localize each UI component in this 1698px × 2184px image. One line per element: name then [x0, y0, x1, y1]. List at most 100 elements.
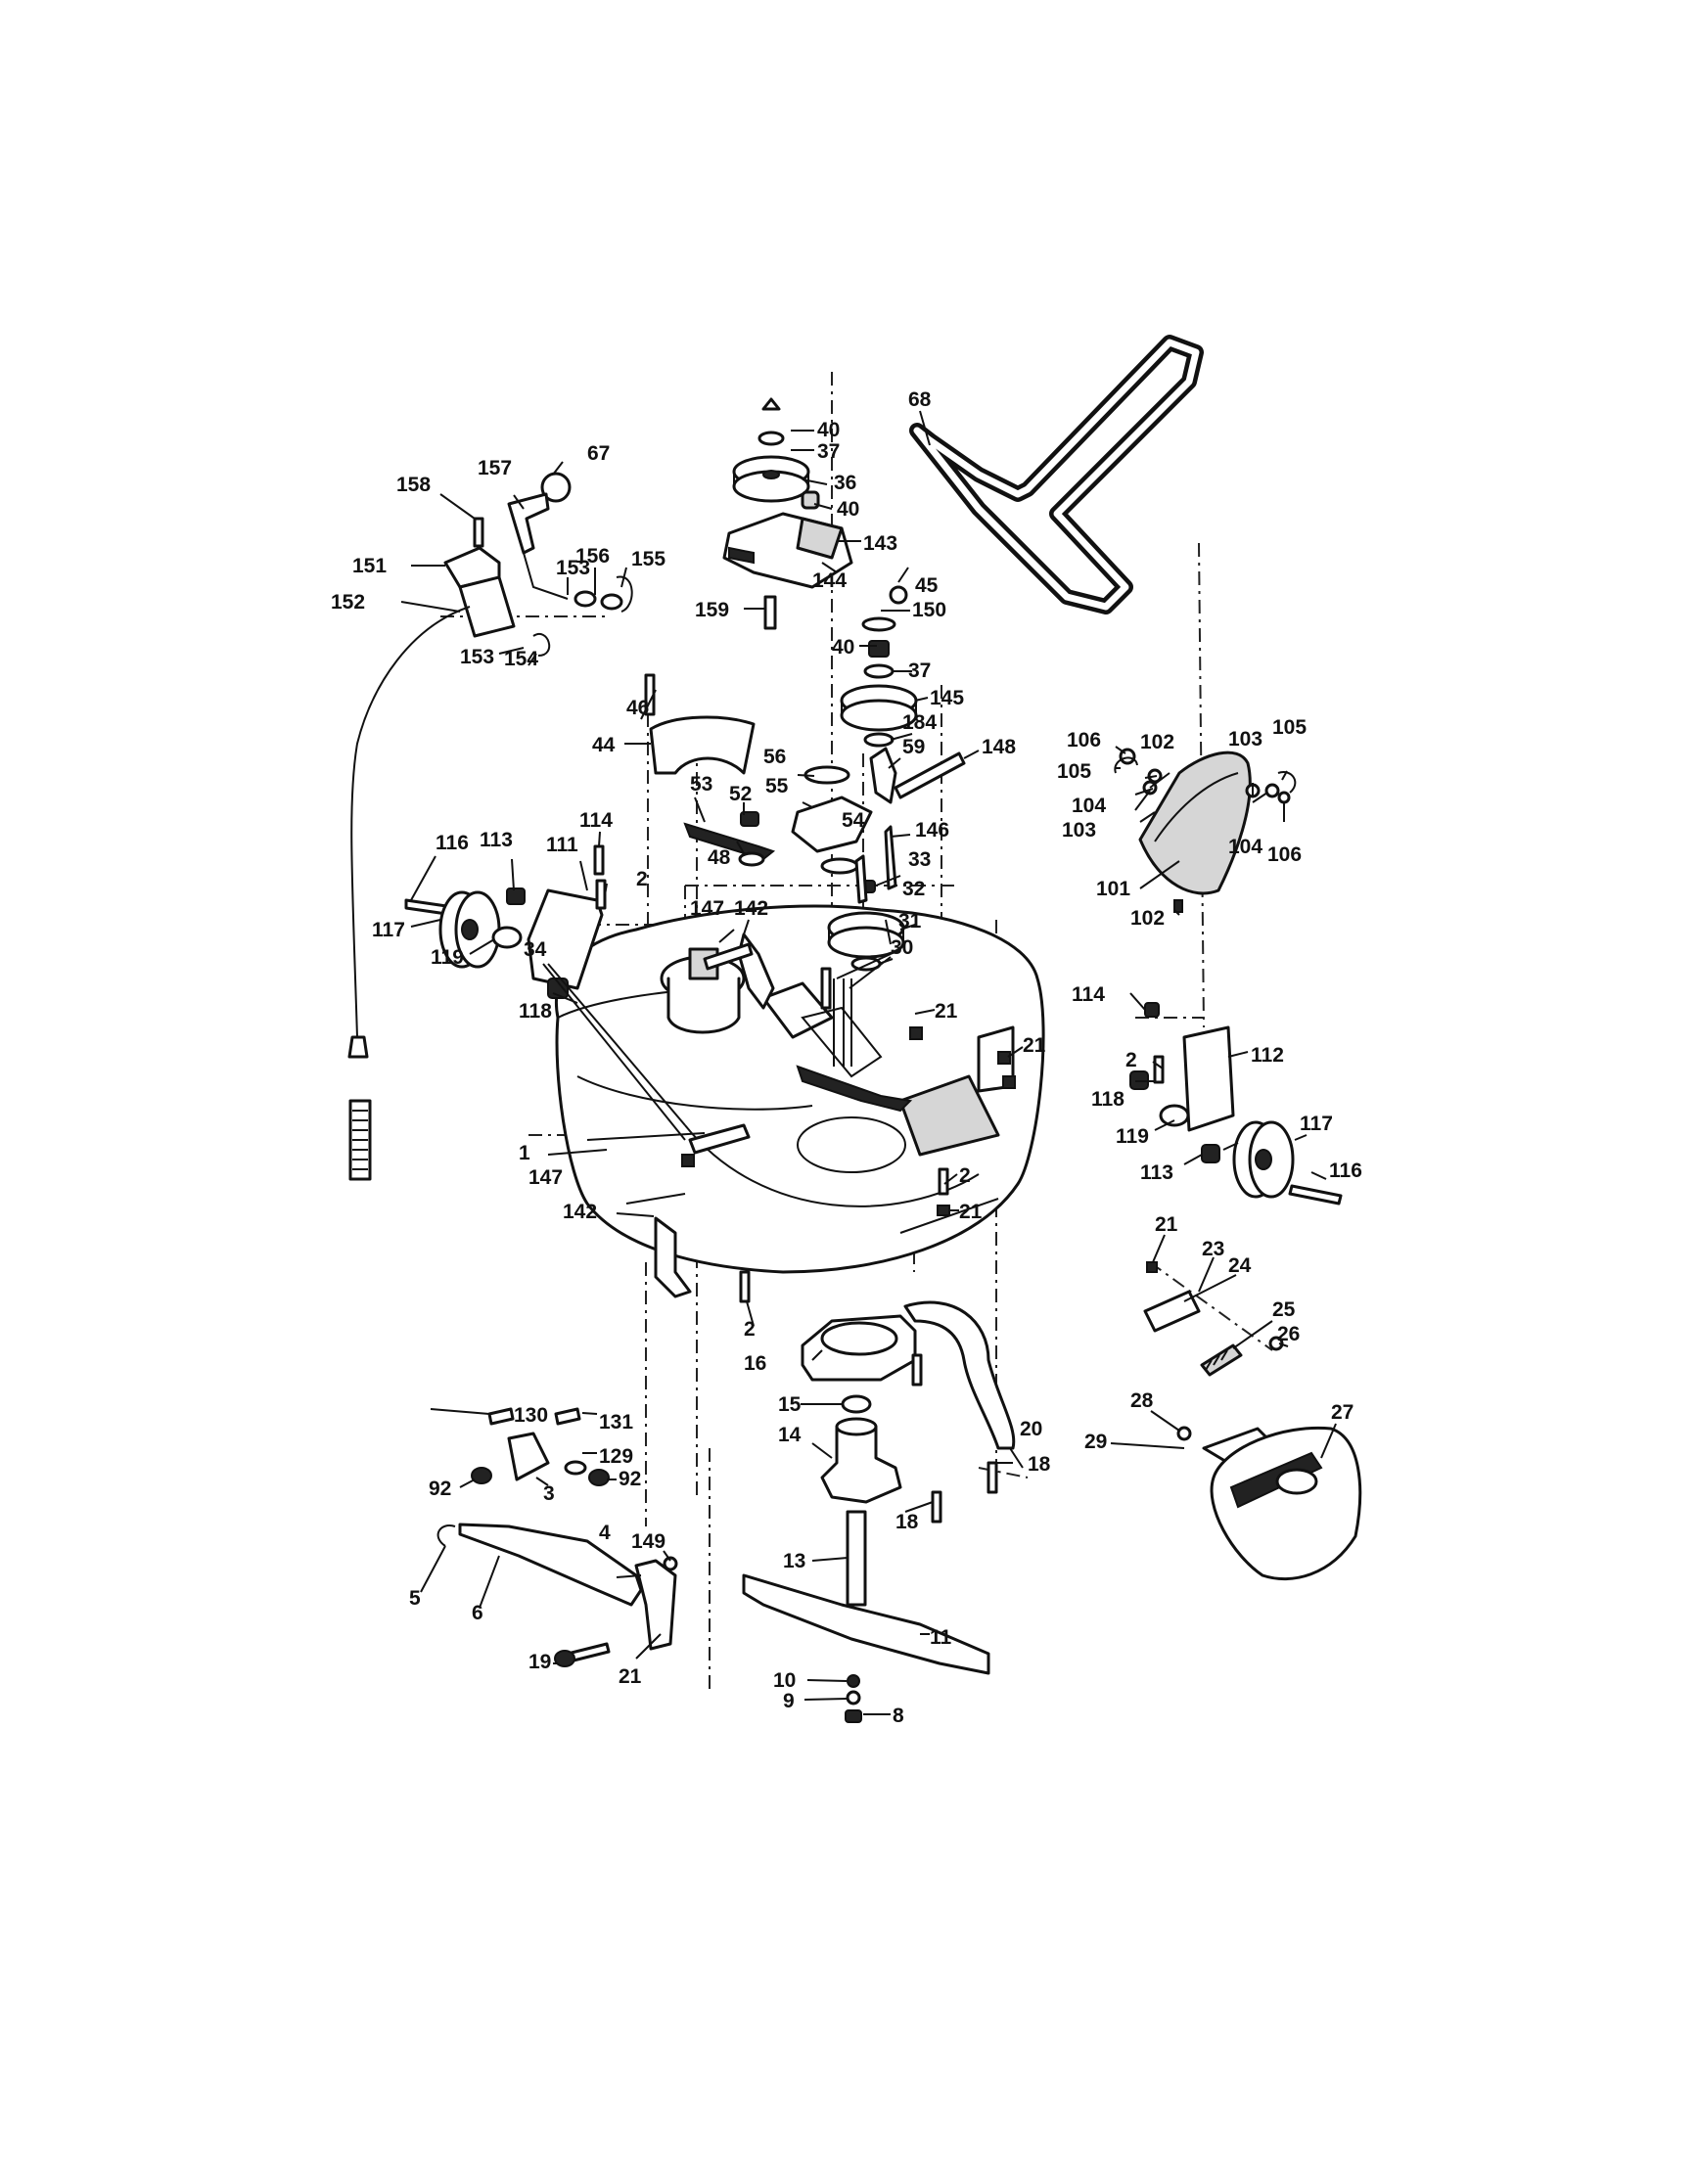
drive-belt	[909, 335, 1204, 614]
callout-117: 117	[372, 919, 405, 941]
callout-157: 157	[478, 457, 512, 479]
deflector-shield	[1114, 748, 1297, 913]
callout-105: 105	[1057, 760, 1091, 783]
leader-lines	[400, 410, 1337, 1715]
callout-31: 31	[898, 910, 922, 933]
callout-21: 21	[1155, 1213, 1178, 1236]
callout-119: 119	[1116, 1125, 1149, 1148]
callout-68: 68	[908, 388, 932, 411]
callout-106: 106	[1067, 729, 1101, 751]
callout-101: 101	[1096, 878, 1130, 900]
left-gauge-wheel-assembly	[404, 844, 607, 999]
callout-8: 8	[893, 1705, 904, 1727]
callout-149: 149	[631, 1530, 665, 1553]
callout-54: 54	[842, 809, 865, 832]
callout-67: 67	[587, 442, 610, 465]
callout-147: 147	[528, 1166, 563, 1189]
callout-102: 102	[1140, 731, 1174, 753]
callout-20: 20	[1020, 1418, 1042, 1440]
callout-144: 144	[812, 569, 847, 592]
callout-112: 112	[1251, 1044, 1284, 1067]
callout-10: 10	[773, 1669, 796, 1692]
callout-21: 21	[959, 1201, 983, 1223]
callout-151: 151	[352, 555, 387, 577]
mower-deck	[555, 904, 1045, 1274]
callout-21: 21	[619, 1665, 642, 1688]
callout-36: 36	[834, 472, 856, 494]
callout-152: 152	[331, 591, 365, 614]
callout-59: 59	[902, 736, 925, 758]
callout-153: 153	[460, 646, 494, 668]
callout-2: 2	[1125, 1049, 1137, 1071]
callout-184: 184	[902, 711, 937, 734]
callout-15: 15	[778, 1393, 802, 1416]
callout-1: 1	[519, 1142, 530, 1164]
blade-spindle-assembly	[742, 1300, 1016, 1723]
callout-146: 146	[915, 819, 949, 842]
callout-116: 116	[436, 832, 469, 854]
callout-118: 118	[519, 1000, 552, 1023]
lift-linkage-assembly	[436, 1407, 678, 1667]
callout-45: 45	[915, 574, 939, 597]
callout-129: 129	[599, 1445, 633, 1468]
callout-53: 53	[690, 773, 712, 796]
callout-13: 13	[783, 1550, 805, 1572]
callout-104: 104	[1072, 795, 1106, 817]
callout-2: 2	[959, 1164, 971, 1187]
callout-52: 52	[729, 783, 752, 805]
callout-28: 28	[1130, 1389, 1154, 1412]
callout-143: 143	[863, 532, 897, 555]
callout-154: 154	[504, 648, 538, 670]
callout-114: 114	[1072, 983, 1105, 1006]
callout-158: 158	[396, 474, 431, 496]
callout-16: 16	[744, 1352, 766, 1375]
callout-29: 29	[1084, 1431, 1107, 1453]
callout-37: 37	[817, 440, 840, 463]
callout-23: 23	[1202, 1238, 1224, 1260]
callout-9: 9	[783, 1690, 795, 1712]
callout-5: 5	[409, 1587, 421, 1610]
callout-147: 147	[690, 897, 724, 920]
callout-92: 92	[619, 1468, 641, 1490]
callout-18: 18	[1028, 1453, 1051, 1476]
callout-44: 44	[592, 734, 616, 756]
callout-103: 103	[1062, 819, 1096, 842]
callout-145: 145	[930, 687, 964, 709]
callout-40: 40	[817, 419, 840, 441]
callout-25: 25	[1272, 1298, 1296, 1321]
callout-103: 103	[1228, 728, 1262, 751]
callout-116: 116	[1329, 1160, 1362, 1182]
callout-33: 33	[908, 848, 931, 871]
callout-26: 26	[1277, 1323, 1300, 1345]
callout-102: 102	[1130, 907, 1165, 930]
callout-40: 40	[832, 636, 854, 659]
callout-159: 159	[695, 599, 729, 621]
callout-106: 106	[1267, 843, 1302, 866]
callout-labels: 1 2 2 2 2 3 4 5 6 8 9 10 11 13 14 15 16 …	[331, 388, 1362, 1727]
callout-18: 18	[895, 1511, 919, 1533]
callout-118: 118	[1091, 1088, 1124, 1111]
callout-119: 119	[431, 946, 464, 969]
callout-92: 92	[429, 1478, 451, 1500]
callout-113: 113	[1140, 1161, 1173, 1184]
callout-40: 40	[837, 498, 859, 521]
belt-guard-and-arm	[644, 673, 776, 867]
callout-150: 150	[912, 599, 946, 621]
callout-131: 131	[599, 1411, 633, 1433]
lift-brackets	[654, 933, 775, 1298]
lift-control-assembly	[347, 472, 633, 1181]
callout-111: 111	[546, 834, 578, 856]
callout-3: 3	[543, 1482, 555, 1505]
callout-55: 55	[765, 775, 789, 797]
callout-11: 11	[930, 1626, 952, 1649]
callout-114: 114	[579, 809, 613, 832]
callout-2: 2	[636, 868, 648, 890]
callout-32: 32	[902, 878, 925, 900]
callout-34: 34	[524, 938, 547, 961]
top-idler-assembly	[722, 397, 853, 630]
callout-155: 155	[631, 548, 665, 570]
callout-46: 46	[626, 697, 649, 719]
callout-24: 24	[1228, 1254, 1252, 1277]
callout-4: 4	[599, 1522, 611, 1544]
